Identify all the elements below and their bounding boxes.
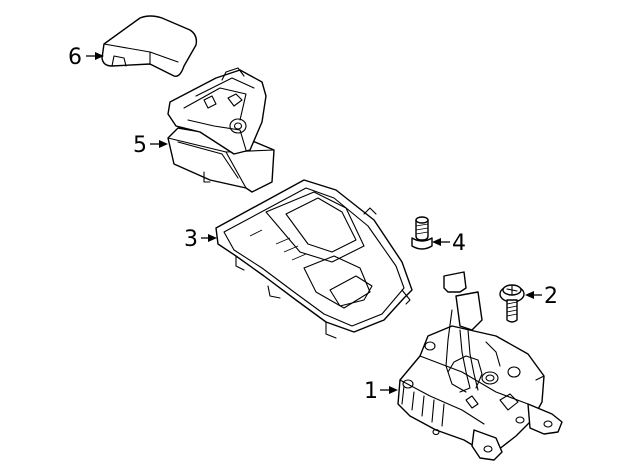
callout-4-arrowhead xyxy=(432,238,441,246)
callout-1: 1 xyxy=(364,379,398,404)
callout-6-number: 6 xyxy=(68,45,82,70)
callout-4-number: 4 xyxy=(452,231,466,256)
part-1-shifter-mechanism[interactable] xyxy=(397,271,563,461)
part-6-knob-cover[interactable] xyxy=(101,15,198,77)
callout-6: 6 xyxy=(68,45,104,70)
callout-5: 5 xyxy=(133,133,168,158)
callout-1-arrowhead xyxy=(389,386,398,394)
part-3-console-bezel[interactable] xyxy=(215,179,413,339)
callout-2: 2 xyxy=(525,284,558,309)
callout-2-number: 2 xyxy=(544,284,558,309)
callout-5-arrowhead xyxy=(159,140,168,148)
part-5-selector-housing[interactable] xyxy=(167,67,275,193)
callout-6-arrowhead xyxy=(95,52,104,60)
part-4-bolt[interactable] xyxy=(411,216,433,250)
callout-2-arrowhead xyxy=(525,291,534,299)
callout-1-number: 1 xyxy=(364,379,378,404)
callout-3-arrowhead xyxy=(208,234,217,242)
callout-3-number: 3 xyxy=(184,227,198,252)
callout-4: 4 xyxy=(432,231,466,256)
part-2-flange-screw[interactable] xyxy=(499,284,525,323)
callout-3: 3 xyxy=(184,227,217,252)
callout-5-number: 5 xyxy=(133,133,147,158)
